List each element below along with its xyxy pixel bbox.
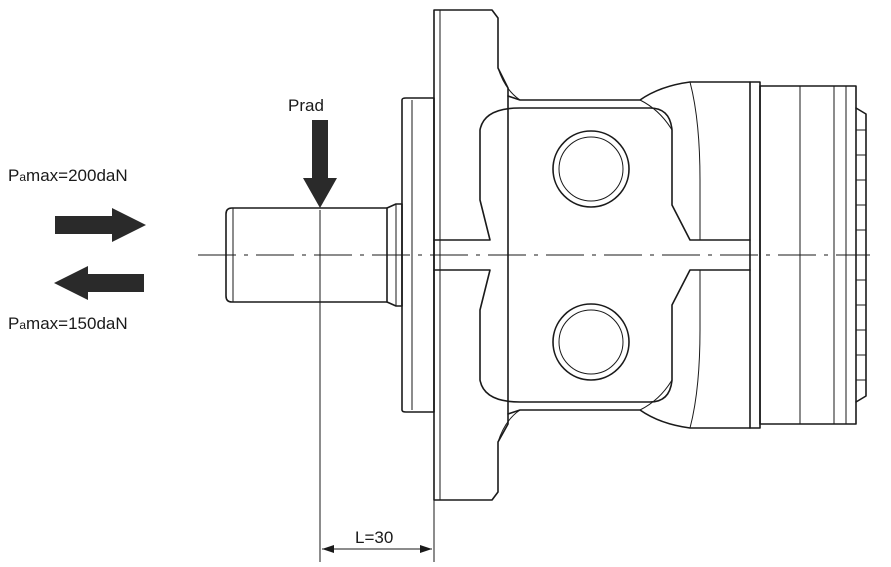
distance-label: L=30 [355,528,394,547]
radial-load-arrow [303,120,337,208]
axial-pull-label: Pamax=150daN [8,314,128,333]
motor-body [433,81,751,429]
distance-dimension [319,210,435,562]
axial-push-arrow [55,208,146,242]
axial-push-label: Pamax=200daN [8,166,128,185]
upper-port [552,130,630,208]
radial-load-label: Prad [288,96,324,115]
lower-port [552,303,630,381]
axial-pull-arrow [54,266,144,300]
mounting-flange [433,9,521,501]
rear-cover [749,81,867,429]
